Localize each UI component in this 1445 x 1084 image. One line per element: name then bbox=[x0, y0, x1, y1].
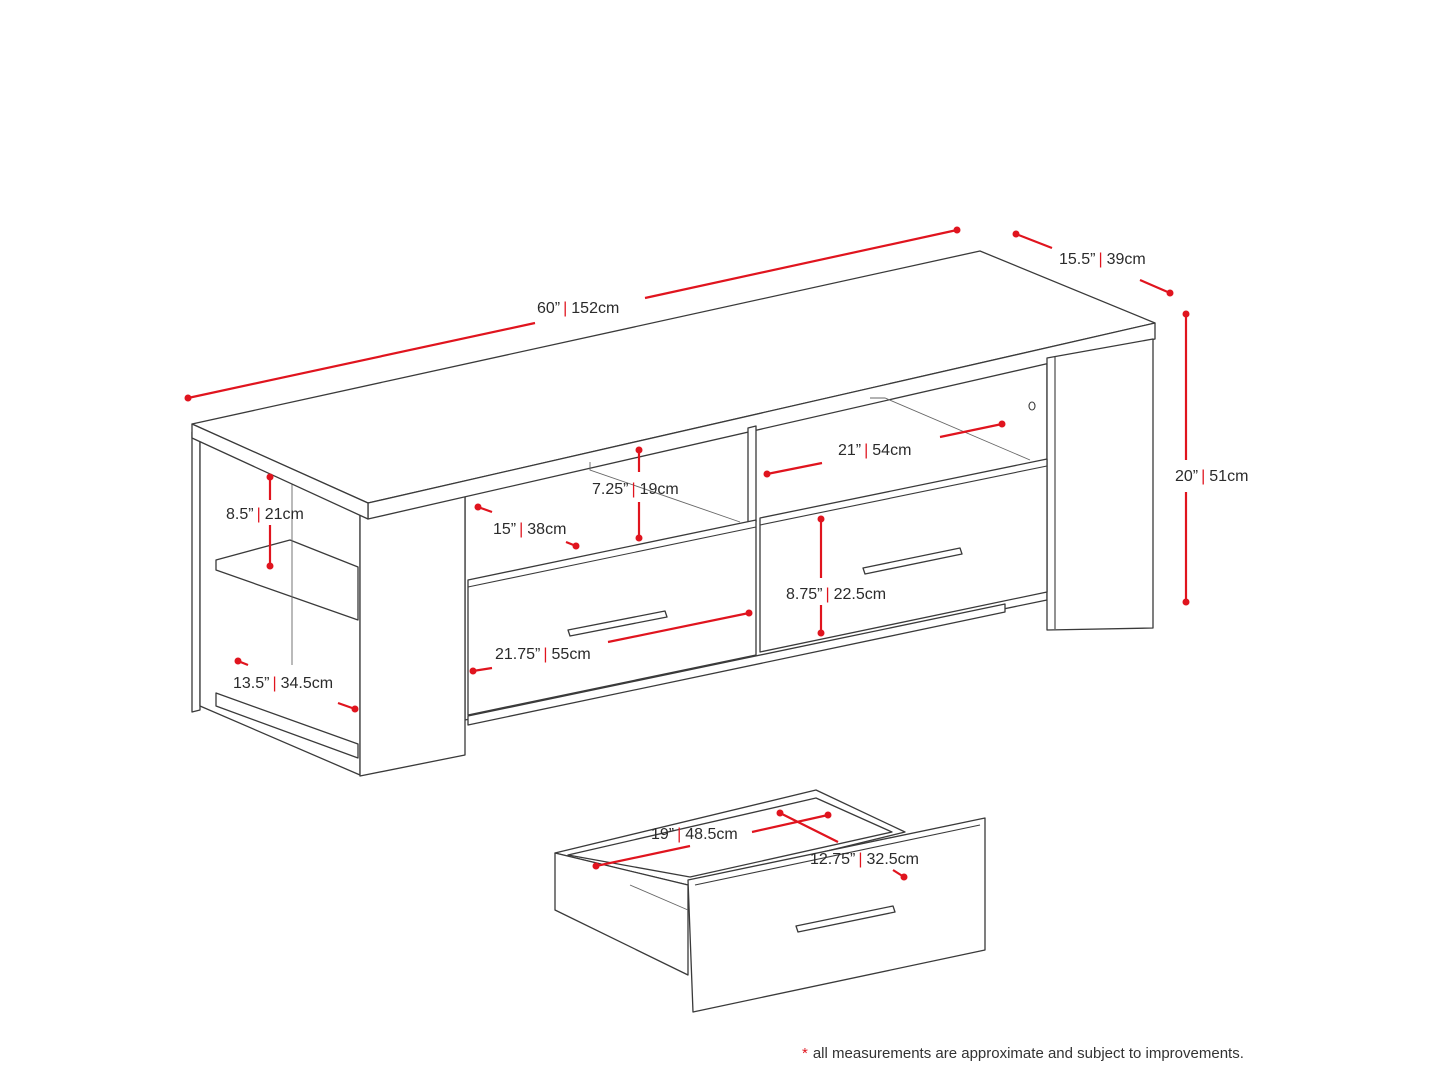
left-shelf bbox=[215, 539, 359, 621]
top-left-edge bbox=[191, 423, 369, 520]
label-side-shelf-depth: 13.5”|34.5cm bbox=[233, 675, 333, 692]
footnote-text: all measurements are approximate and sub… bbox=[812, 1045, 1244, 1062]
right-drawer-handle[interactable] bbox=[862, 547, 963, 575]
left-drawer-front[interactable] bbox=[467, 519, 757, 716]
label-drawer-front-height: 8.75”|22.5cm bbox=[786, 586, 886, 603]
left-drawer-lip bbox=[467, 526, 757, 588]
tv-stand bbox=[191, 250, 1156, 777]
left-cubby-floor bbox=[589, 462, 741, 523]
left-drawer-handle[interactable] bbox=[567, 610, 668, 637]
right-cubby-floor bbox=[870, 397, 1031, 461]
footnote-asterisk: * bbox=[802, 1045, 808, 1062]
label-open-shelf-width: 21”|54cm bbox=[838, 442, 911, 459]
label-open-shelf-depth: 15”|38cm bbox=[493, 521, 566, 538]
left-pedestal-front bbox=[359, 484, 466, 777]
bottom-rail bbox=[467, 603, 1006, 726]
drawer-floor-line bbox=[629, 884, 689, 911]
drawer-front-panel bbox=[687, 817, 986, 1013]
right-pedestal-front bbox=[1046, 338, 1154, 631]
left-bottom-shelf bbox=[215, 692, 359, 759]
left-end-panel bbox=[191, 431, 201, 713]
label-overall-width: 60”|152cm bbox=[537, 300, 619, 317]
drawer-front-lip bbox=[694, 824, 981, 886]
label-drawer-interior-depth: 12.75”|32.5cm bbox=[810, 851, 919, 868]
label-overall-depth: 15.5”|39cm bbox=[1059, 251, 1146, 268]
drawer-handle[interactable] bbox=[795, 905, 896, 933]
dimension-lines bbox=[184, 226, 1190, 881]
dimension-labels: 60”|152cm 15.5”|39cm 20”|51cm 21”|54cm 7… bbox=[226, 251, 1248, 868]
cable-hole-icon bbox=[1028, 401, 1036, 411]
label-open-shelf-height: 7.25”|19cm bbox=[592, 481, 679, 498]
label-side-shelf-height: 8.5”|21cm bbox=[226, 506, 304, 523]
label-drawer-front-width: 21.75”|55cm bbox=[495, 646, 591, 663]
drawer-left-side bbox=[554, 852, 689, 976]
open-drawer bbox=[554, 789, 986, 1013]
right-drawer-lip bbox=[759, 465, 1048, 526]
footnote: *all measurements are approximate and su… bbox=[802, 1045, 1244, 1062]
label-overall-height: 20”|51cm bbox=[1175, 468, 1248, 485]
label-drawer-interior-width: 19”|48.5cm bbox=[651, 826, 738, 843]
right-drawer-front[interactable] bbox=[759, 458, 1048, 653]
center-divider bbox=[747, 425, 757, 525]
